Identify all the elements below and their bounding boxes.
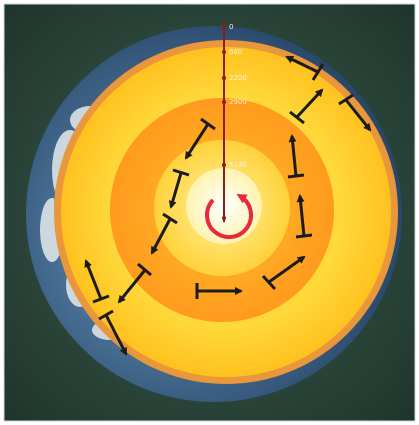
interior-cutaway: [54, 40, 398, 384]
depth-label-0: 0: [229, 23, 233, 31]
depth-label-5146: 5146: [229, 161, 247, 169]
depth-label-2900: 2900: [229, 98, 247, 106]
depth-label-6371: 6371: [229, 214, 247, 222]
depth-label-2200: 2200: [229, 74, 247, 82]
depth-label-660: 660: [229, 48, 242, 56]
